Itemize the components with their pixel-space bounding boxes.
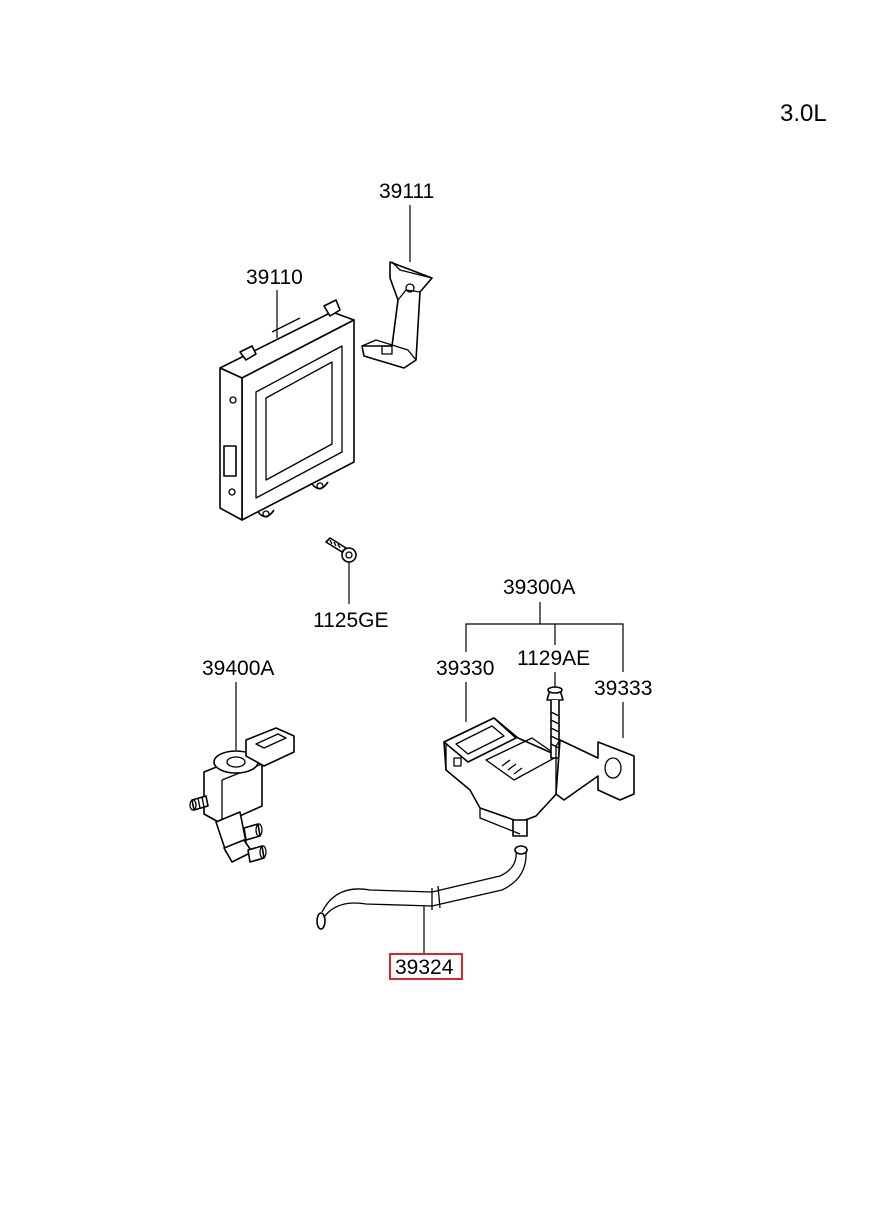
label-bolt-ecu[interactable]: 1125GE — [313, 609, 389, 632]
label-sensor-bracket[interactable]: 39333 — [594, 677, 652, 700]
sensor-bracket-drawing — [555, 739, 635, 801]
bolt-ecu-drawing — [325, 537, 357, 563]
hose-highlight-box — [389, 953, 463, 980]
label-ecu[interactable]: 39110 — [246, 266, 303, 289]
solenoid-valve-drawing — [189, 727, 295, 863]
label-sensor-assembly[interactable]: 39300A — [503, 576, 575, 599]
bolt-sensor-drawing — [546, 686, 564, 759]
ecu-drawing — [219, 299, 355, 521]
sensor-drawing — [443, 717, 565, 837]
label-solenoid-valve[interactable]: 39400A — [202, 657, 274, 680]
label-bracket[interactable]: 39111 — [379, 180, 434, 203]
sensor-assembly-right-leader — [540, 623, 624, 672]
engine-label: 3.0L — [780, 100, 827, 127]
sensor-assembly-bracket-leader — [465, 602, 541, 652]
label-hose[interactable]: 39324 — [395, 956, 454, 979]
bracket-drawing — [361, 261, 433, 369]
label-sensor[interactable]: 39330 — [436, 657, 494, 680]
hose-drawing — [316, 845, 528, 930]
label-bolt-sensor[interactable]: 1129AE — [517, 647, 590, 670]
